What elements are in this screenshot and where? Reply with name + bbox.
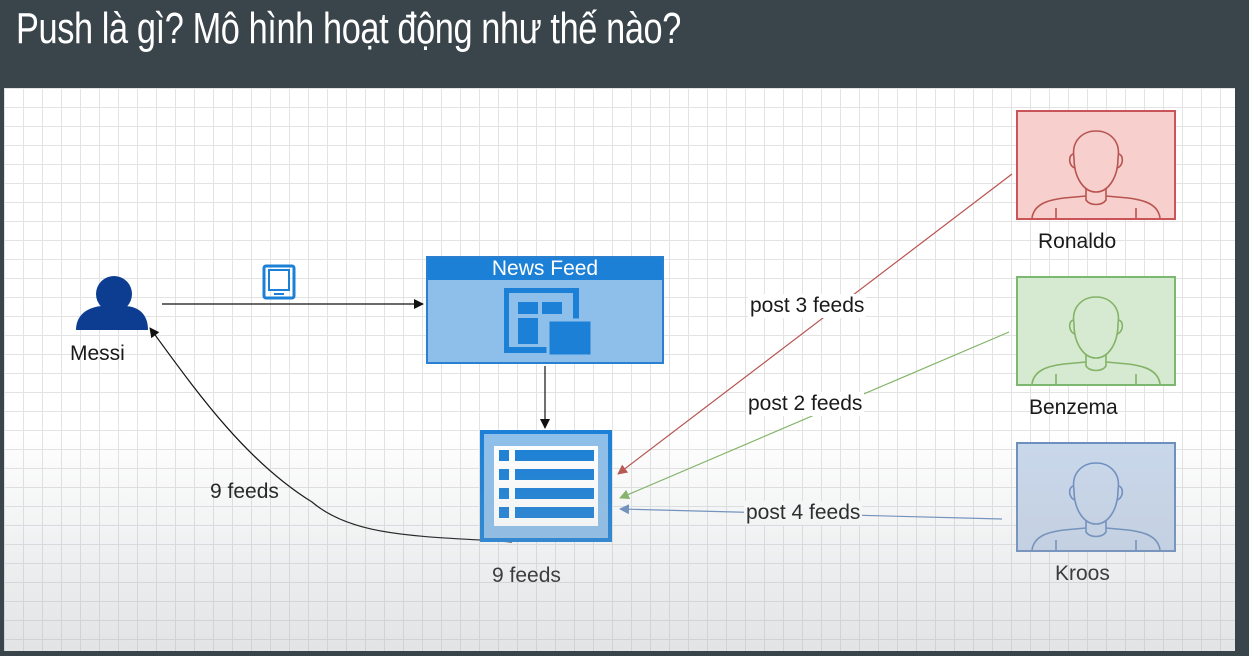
list-icon [480, 430, 612, 542]
player-name-ronaldo: Ronaldo [1038, 230, 1117, 253]
feed-list-label: 9 feeds [492, 564, 561, 587]
post-label-ronaldo: post 3 feeds [748, 294, 867, 318]
return-arrow-label: 9 feeds [210, 480, 279, 503]
post-label-kroos: post 4 feeds [744, 501, 863, 525]
news-feed-title: News Feed [428, 258, 662, 280]
person-icon [1031, 130, 1161, 218]
post-label-benzema: post 2 feeds [746, 392, 865, 416]
mobile-icon [262, 264, 296, 300]
player-name-kroos: Kroos [1055, 562, 1110, 585]
player-card-ronaldo [1016, 110, 1176, 220]
arrow-ronaldo-to-list [617, 173, 1013, 475]
slide-title: Push là gì? Mô hình hoạt động như thế nà… [16, 4, 681, 53]
diagram-canvas: Messi News Feed 9 feeds 9 feeds post 3 f… [4, 88, 1235, 651]
user-icon [76, 276, 148, 330]
arrow-list-to-user [149, 327, 513, 543]
layout-grid-icon [504, 288, 594, 358]
user-label: Messi [70, 342, 125, 365]
person-icon [1031, 296, 1161, 384]
news-feed-box: News Feed [426, 256, 664, 364]
player-card-kroos [1016, 442, 1176, 552]
player-card-benzema [1016, 276, 1176, 386]
player-name-benzema: Benzema [1029, 396, 1118, 419]
person-icon [1031, 462, 1161, 550]
